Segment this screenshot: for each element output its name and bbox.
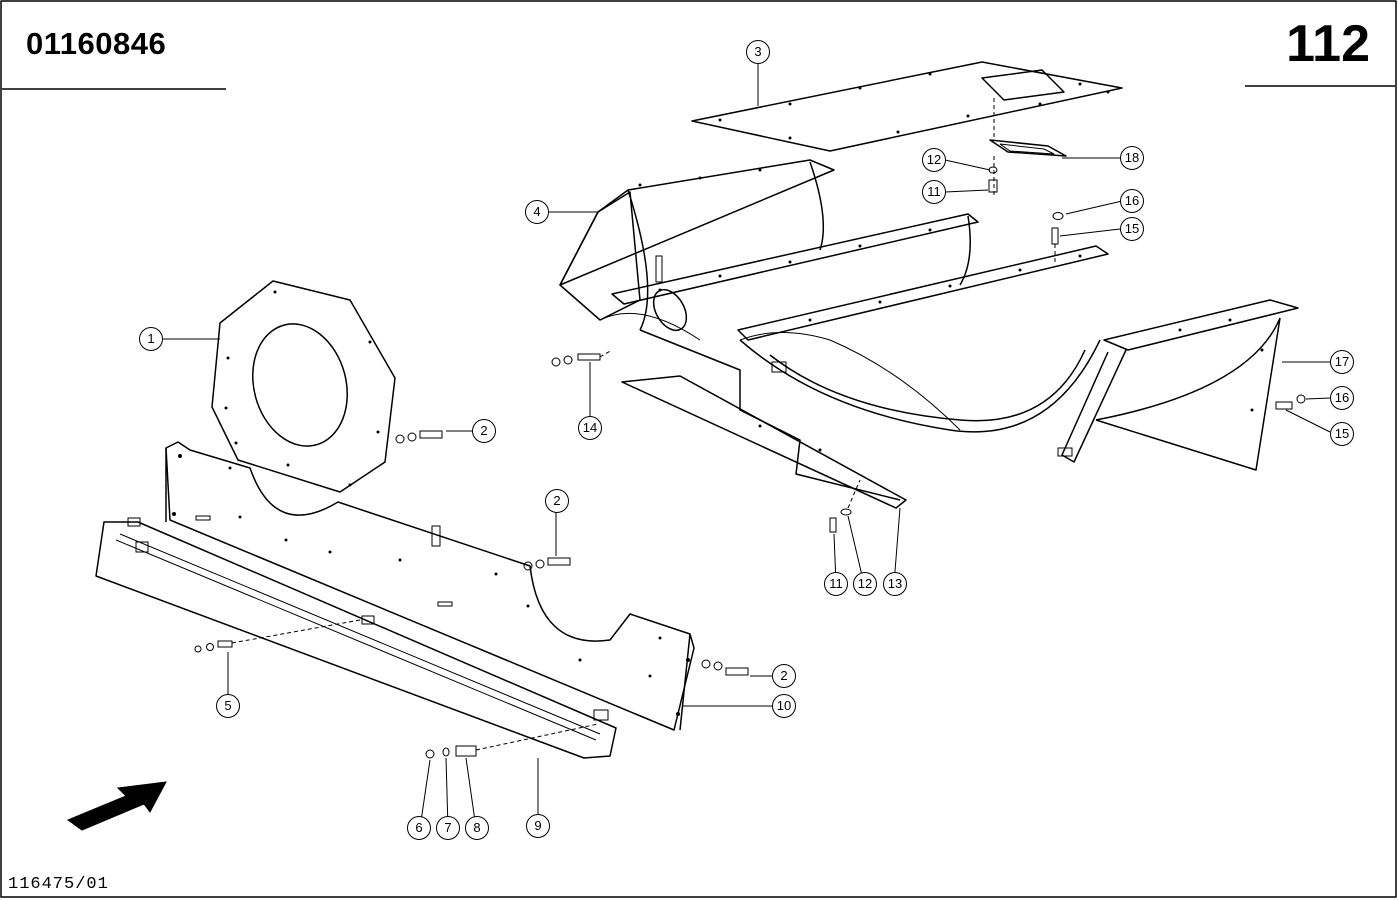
callout-13: 13 — [883, 572, 907, 596]
callout-14: 14 — [578, 416, 602, 440]
callout-10: 10 — [772, 694, 796, 718]
callout-16: 16 — [1330, 386, 1354, 410]
bolt-part-15-right — [1275, 401, 1293, 410]
callout-12: 12 — [922, 148, 946, 172]
page-number: 112 — [1286, 15, 1370, 73]
callout-1: 1 — [139, 327, 163, 351]
bolt-part-15-top — [1051, 227, 1059, 245]
callout-11: 11 — [922, 180, 946, 204]
angle-rail-part-9 — [95, 517, 617, 759]
callout-6: 6 — [407, 816, 431, 840]
callout-2: 2 — [772, 664, 796, 688]
bolt-set-part-14 — [551, 349, 613, 367]
fastener-set-part-6-7-8 — [425, 723, 599, 759]
callout-11: 11 — [824, 572, 848, 596]
bolt-set-part-2-middle — [523, 557, 571, 571]
housing-assembly — [559, 159, 1299, 509]
callout-9: 9 — [526, 814, 550, 838]
washer-part-12-top — [988, 166, 998, 174]
screw-part-11-bottom — [829, 517, 837, 533]
washer-part-12-bottom — [840, 508, 852, 516]
callout-3: 3 — [746, 40, 770, 64]
side-panel-part-10 — [165, 441, 695, 731]
frame-part-18 — [989, 139, 1067, 157]
bolt-set-part-2-lower — [701, 659, 749, 676]
leader-lines — [162, 62, 1331, 829]
direction-arrow-icon — [66, 781, 167, 831]
callout-18: 18 — [1120, 146, 1144, 170]
callout-2: 2 — [472, 419, 496, 443]
callout-15: 15 — [1330, 422, 1354, 446]
washer-part-16-right — [1296, 394, 1306, 404]
document-number: 01160846 — [26, 26, 167, 61]
callout-2: 2 — [545, 489, 569, 513]
callout-15: 15 — [1120, 217, 1144, 241]
callout-12: 12 — [853, 572, 877, 596]
washer-part-16-top — [1052, 212, 1064, 220]
callout-8: 8 — [465, 816, 489, 840]
fastener-set-part-5 — [194, 619, 361, 653]
callout-5: 5 — [216, 694, 240, 718]
callout-16: 16 — [1120, 189, 1144, 213]
bolt-set-part-2-upper — [395, 430, 443, 444]
callout-7: 7 — [436, 816, 460, 840]
octagon-plate-part-1 — [211, 280, 396, 493]
cover-plate-part-3 — [691, 61, 1123, 152]
callout-17: 17 — [1330, 350, 1354, 374]
drawing-reference: 116475/01 — [8, 875, 109, 894]
screw-part-11-top — [988, 179, 998, 193]
callout-4: 4 — [525, 200, 549, 224]
